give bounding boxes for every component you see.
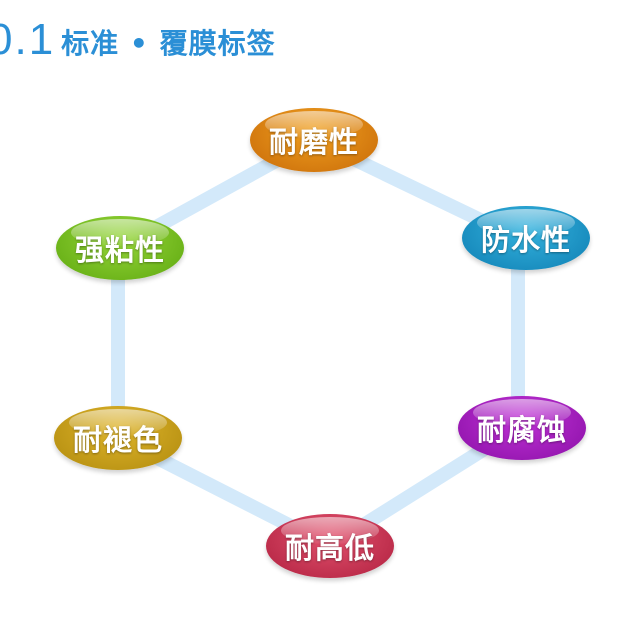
node-label: 耐腐蚀 — [476, 413, 567, 447]
node-corrosion-resistance: 耐腐蚀 — [458, 396, 586, 460]
title-number: 0.1 — [0, 15, 56, 64]
node-strong-adhesion: 强粘性 — [56, 216, 184, 280]
node-label: 强粘性 — [74, 233, 165, 267]
node-label: 耐磨性 — [268, 125, 359, 159]
hexagon-ring — [111, 133, 525, 553]
node-label: 耐高低 — [284, 531, 375, 565]
node-temperature-resistance: 耐高低 — [266, 514, 394, 578]
node-fade-resistance: 耐褪色 — [54, 406, 182, 470]
node-label: 防水性 — [480, 223, 571, 257]
title-text: 标准 • 覆膜标签 — [61, 27, 276, 60]
page-title: 0.1 标准 • 覆膜标签 — [0, 14, 276, 62]
node-wear-resistance: 耐磨性 — [250, 108, 378, 172]
node-label: 耐褪色 — [72, 423, 163, 457]
node-waterproof: 防水性 — [462, 206, 590, 270]
